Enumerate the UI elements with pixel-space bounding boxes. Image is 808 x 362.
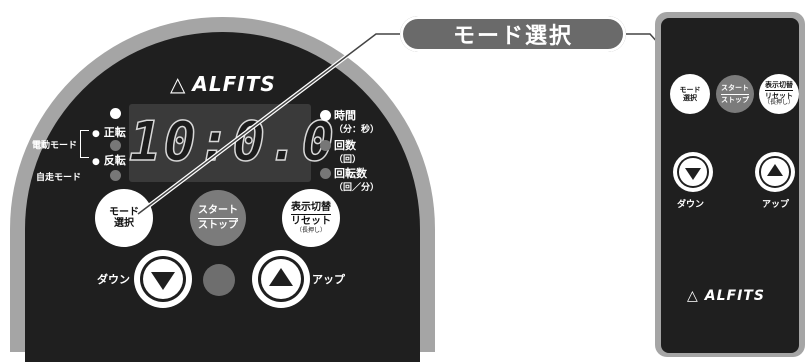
time-unit-label: （分：秒） (334, 125, 380, 135)
down-button[interactable] (134, 250, 192, 308)
remote-display-reset-button[interactable]: 表示切替 リセット （長押し） (759, 74, 799, 114)
time-led-icon (320, 110, 331, 121)
powered-mode-led-icon (110, 140, 121, 151)
remote-chevron-up-icon (766, 163, 783, 176)
start-button-line1: スタート (198, 205, 238, 219)
powered-mode-label: 電動モード (32, 141, 78, 151)
console-brand-logo: △ ALFITS (170, 72, 276, 96)
count-unit-label: （回） (334, 155, 362, 165)
display-button-line2: リセット (291, 216, 331, 228)
rpm-unit-label: （回／分） (334, 183, 380, 193)
remote-mode-line2: 選択 (683, 94, 697, 102)
mode-bracket (80, 130, 89, 158)
count-led-icon (320, 140, 331, 151)
console-brand-text: ALFITS (192, 72, 276, 96)
down-label: ダウン (97, 273, 130, 286)
mode-button-line2: 選択 (114, 218, 134, 229)
remote-start-stop-button[interactable]: スタート ストップ (716, 75, 754, 113)
remote-start-line1: スタート (721, 84, 749, 95)
remote-up-label: アップ (762, 200, 790, 210)
rpm-label: 回転数 (334, 167, 367, 180)
forward-led-icon (110, 108, 121, 119)
mode-button-line1: モード (109, 206, 139, 218)
remote-up-button[interactable] (755, 152, 795, 192)
self-mode-led-icon (110, 170, 121, 181)
remote-chevron-down-icon (684, 167, 701, 180)
start-button-line2: ストップ (198, 219, 238, 231)
remote-mode-line1: モード (679, 85, 701, 94)
remote-down-label: ダウン (677, 200, 705, 210)
display-button-line1: 表示切替 (291, 202, 331, 216)
up-button[interactable] (252, 250, 310, 308)
mode-select-button[interactable]: モード 選択 (95, 189, 153, 247)
rpm-led-icon (320, 168, 331, 179)
mode-select-callout: モード選択 (400, 16, 626, 52)
self-mode-label: 自走モード (36, 173, 82, 183)
lcd-display: 10:0.0 (128, 104, 335, 182)
up-label: アップ (312, 273, 345, 286)
chevron-up-icon (268, 267, 293, 286)
remote-brand-logo: △ ALFITS (687, 288, 765, 304)
chevron-down-icon (150, 271, 175, 290)
remote-display-line1: 表示切替 (765, 81, 793, 92)
forward-label: ● 正転 (92, 126, 126, 139)
sensor-indicator (203, 264, 235, 296)
remote-start-line2: ストップ (721, 95, 749, 104)
reverse-label: ● 反転 (92, 154, 126, 167)
start-stop-button[interactable]: スタート ストップ (190, 190, 246, 246)
remote-display-line2: リセット (765, 92, 793, 101)
display-reset-button[interactable]: 表示切替 リセット （長押し） (282, 189, 340, 247)
remote-down-button[interactable] (673, 152, 713, 192)
remote-mode-select-button[interactable]: モード 選択 (670, 74, 710, 114)
time-label: 時間 (334, 109, 356, 122)
remote-brand-text: ALFITS (704, 288, 765, 304)
display-button-line3: （長押し） (295, 226, 326, 234)
remote-display-line3: （長押し） (763, 99, 794, 107)
remote-alfits-logo-icon: △ (687, 288, 699, 304)
count-label: 回数 (334, 139, 356, 152)
alfits-logo-icon: △ (170, 72, 187, 96)
